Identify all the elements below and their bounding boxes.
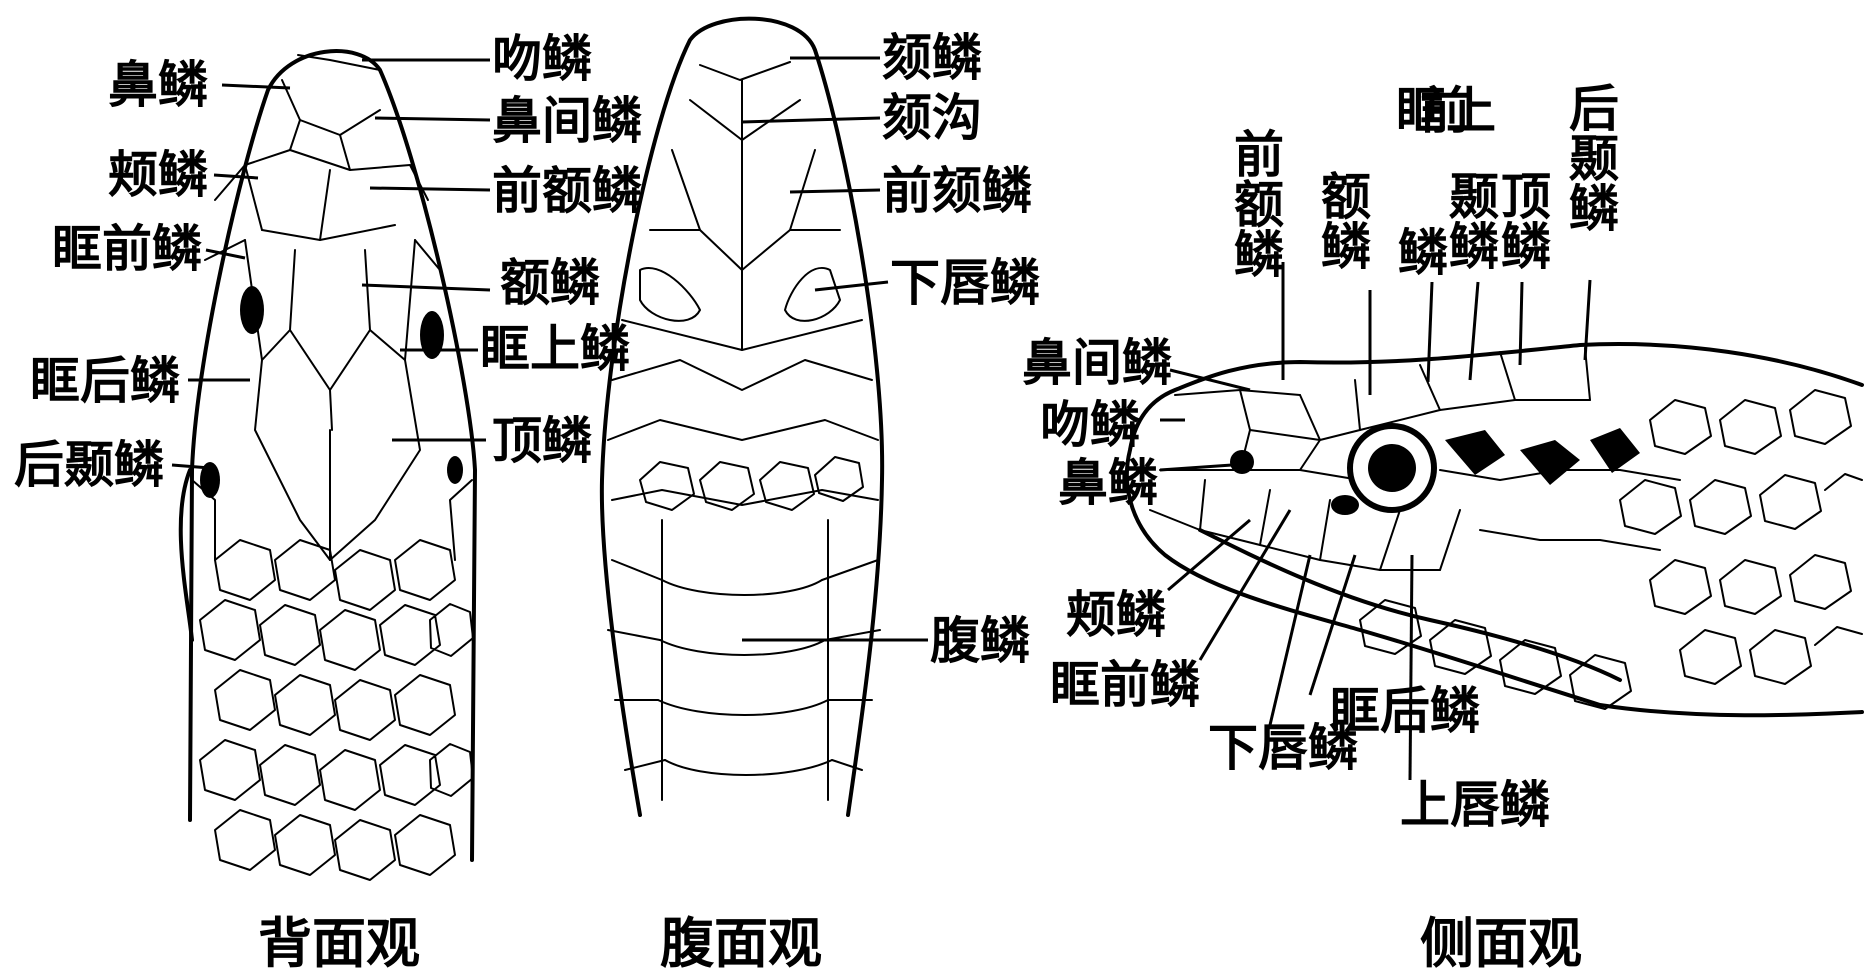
dorsal-label-posterior-temporal: 后颞鳞	[14, 436, 164, 494]
ventral-label-infralabial: 下唇鳞	[890, 254, 1040, 312]
lateral-label-parietal: 顶鳞	[1493, 170, 1551, 270]
lateral-view: 前额鳞 前 额鳞 眶上 鳞 颞鳞 顶鳞 后颞鳞 鼻间鳞 吻鳞 鼻鳞 颊鳞 眶前鳞…	[1022, 82, 1862, 975]
dorsal-label-prefrontal: 前额鳞	[492, 162, 642, 220]
dorsal-eyes	[200, 286, 463, 498]
lateral-label-preocular: 眶前鳞	[1050, 656, 1200, 714]
dorsal-head-outline	[181, 51, 475, 860]
dorsal-label-frontal: 额鳞	[500, 254, 600, 312]
dorsal-label-preocular: 眶前鳞	[52, 220, 202, 278]
lateral-label-frontal: 额鳞	[1313, 170, 1371, 270]
dorsal-label-nasal: 鼻鳞	[108, 56, 208, 114]
lateral-head-shields	[1150, 348, 1862, 709]
lateral-label-nasal: 鼻鳞	[1058, 454, 1158, 512]
dorsal-head-shields	[192, 55, 473, 880]
lateral-label-supraocular-top: 眶上	[1396, 82, 1496, 140]
lateral-label-temporal: 颞鳞	[1441, 170, 1499, 270]
dorsal-label-internasal: 鼻间鳞	[492, 92, 642, 150]
lateral-label-prefrontal: 前额鳞	[1226, 128, 1284, 278]
lateral-pupil	[1368, 444, 1416, 492]
lateral-view-caption: 侧面观	[1420, 912, 1582, 975]
ventral-labels: 颏鳞 颏沟 前颏鳞 下唇鳞 腹鳞	[882, 29, 1040, 670]
dorsal-label-supraocular: 眶上鳞	[480, 320, 630, 378]
lateral-label-posterior-temporal: 后颞鳞	[1561, 82, 1619, 232]
dorsal-labels: 鼻鳞 颊鳞 眶前鳞 眶后鳞 后颞鳞 吻鳞 鼻间鳞 前额鳞 额鳞 眶上鳞 顶鳞	[14, 30, 642, 494]
dorsal-view-caption: 背面观	[258, 912, 420, 975]
ventral-label-anterior-chin-shield: 前颏鳞	[882, 162, 1032, 220]
ventral-label-mental: 颏鳞	[882, 29, 982, 87]
ventral-view: 颏鳞 颏沟 前颏鳞 下唇鳞 腹鳞 腹面观	[602, 19, 1040, 975]
ventral-label-ventral-scale: 腹鳞	[930, 612, 1030, 670]
lateral-label-supralabial: 上唇鳞	[1400, 776, 1550, 834]
ventral-view-caption: 腹面观	[660, 912, 822, 975]
lateral-label-internasal: 鼻间鳞	[1022, 334, 1172, 392]
ventral-label-mental-groove: 颏沟	[882, 89, 982, 147]
lateral-label-rostral: 吻鳞	[1040, 396, 1140, 454]
dorsal-label-postocular: 眶后鳞	[30, 352, 180, 410]
dorsal-label-parietal: 顶鳞	[492, 412, 592, 470]
lateral-label-loreal: 颊鳞	[1066, 586, 1166, 644]
dorsal-label-loreal: 颊鳞	[108, 146, 208, 204]
dorsal-label-rostral: 吻鳞	[492, 30, 592, 88]
lateral-nostril	[1230, 450, 1254, 474]
dorsal-view: 鼻鳞 颊鳞 眶前鳞 眶后鳞 后颞鳞 吻鳞 鼻间鳞 前额鳞 额鳞 眶上鳞 顶鳞 背…	[14, 30, 642, 975]
lateral-label-postocular: 眶后鳞	[1330, 682, 1480, 740]
